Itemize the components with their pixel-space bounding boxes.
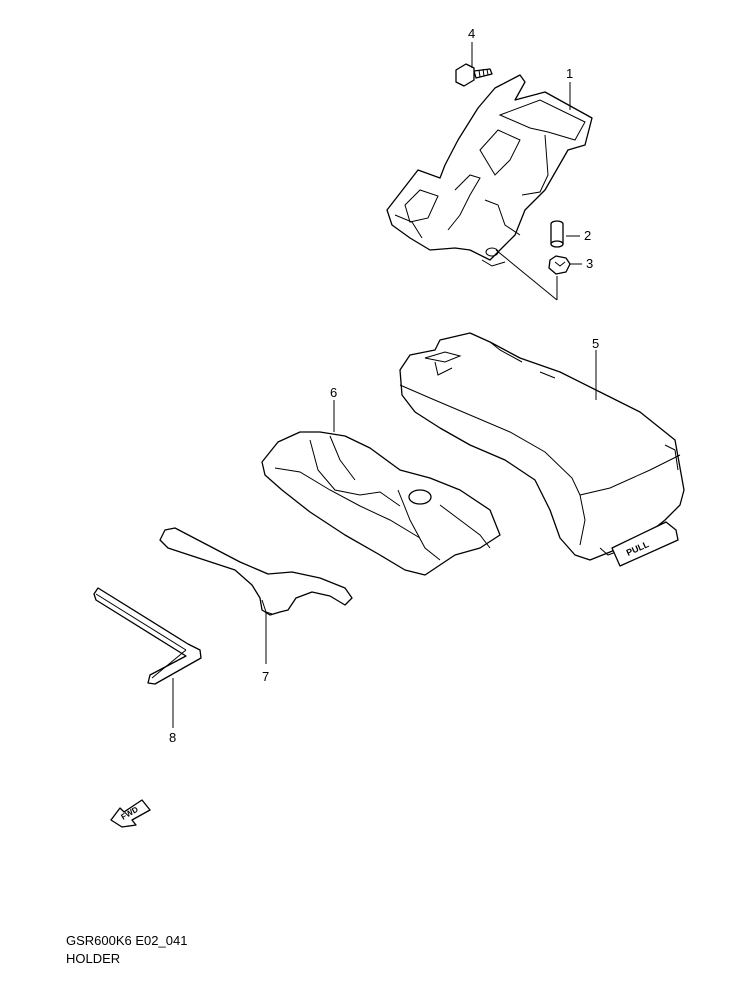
callout-4: 4	[468, 26, 475, 41]
callout-1: 1	[566, 66, 573, 81]
callout-8: 8	[169, 730, 176, 745]
tool-box-cover-part: PULL	[399, 332, 685, 567]
callout-3: 3	[586, 256, 593, 271]
nut-clip-part	[548, 255, 571, 275]
callout-5: 5	[592, 336, 599, 351]
bolt-part	[455, 63, 493, 87]
tool-bag-part	[261, 431, 501, 576]
pin-part	[550, 220, 564, 248]
bracket-holder-part	[386, 74, 593, 267]
callout-2: 2	[584, 228, 591, 243]
callout-6: 6	[330, 385, 337, 400]
diagram-code: GSR600K6 E02_041	[66, 933, 188, 948]
hex-key-part	[93, 587, 202, 685]
fwd-arrow-icon: FWD	[110, 799, 151, 828]
leader-hole	[495, 249, 558, 301]
diagram-title: HOLDER	[66, 951, 121, 966]
callout-7: 7	[262, 669, 269, 684]
callout-labels: 1 2 3 4 5 6 7 8	[169, 26, 599, 745]
leader-lines	[172, 42, 597, 728]
spanner-wrench-part	[159, 527, 353, 616]
